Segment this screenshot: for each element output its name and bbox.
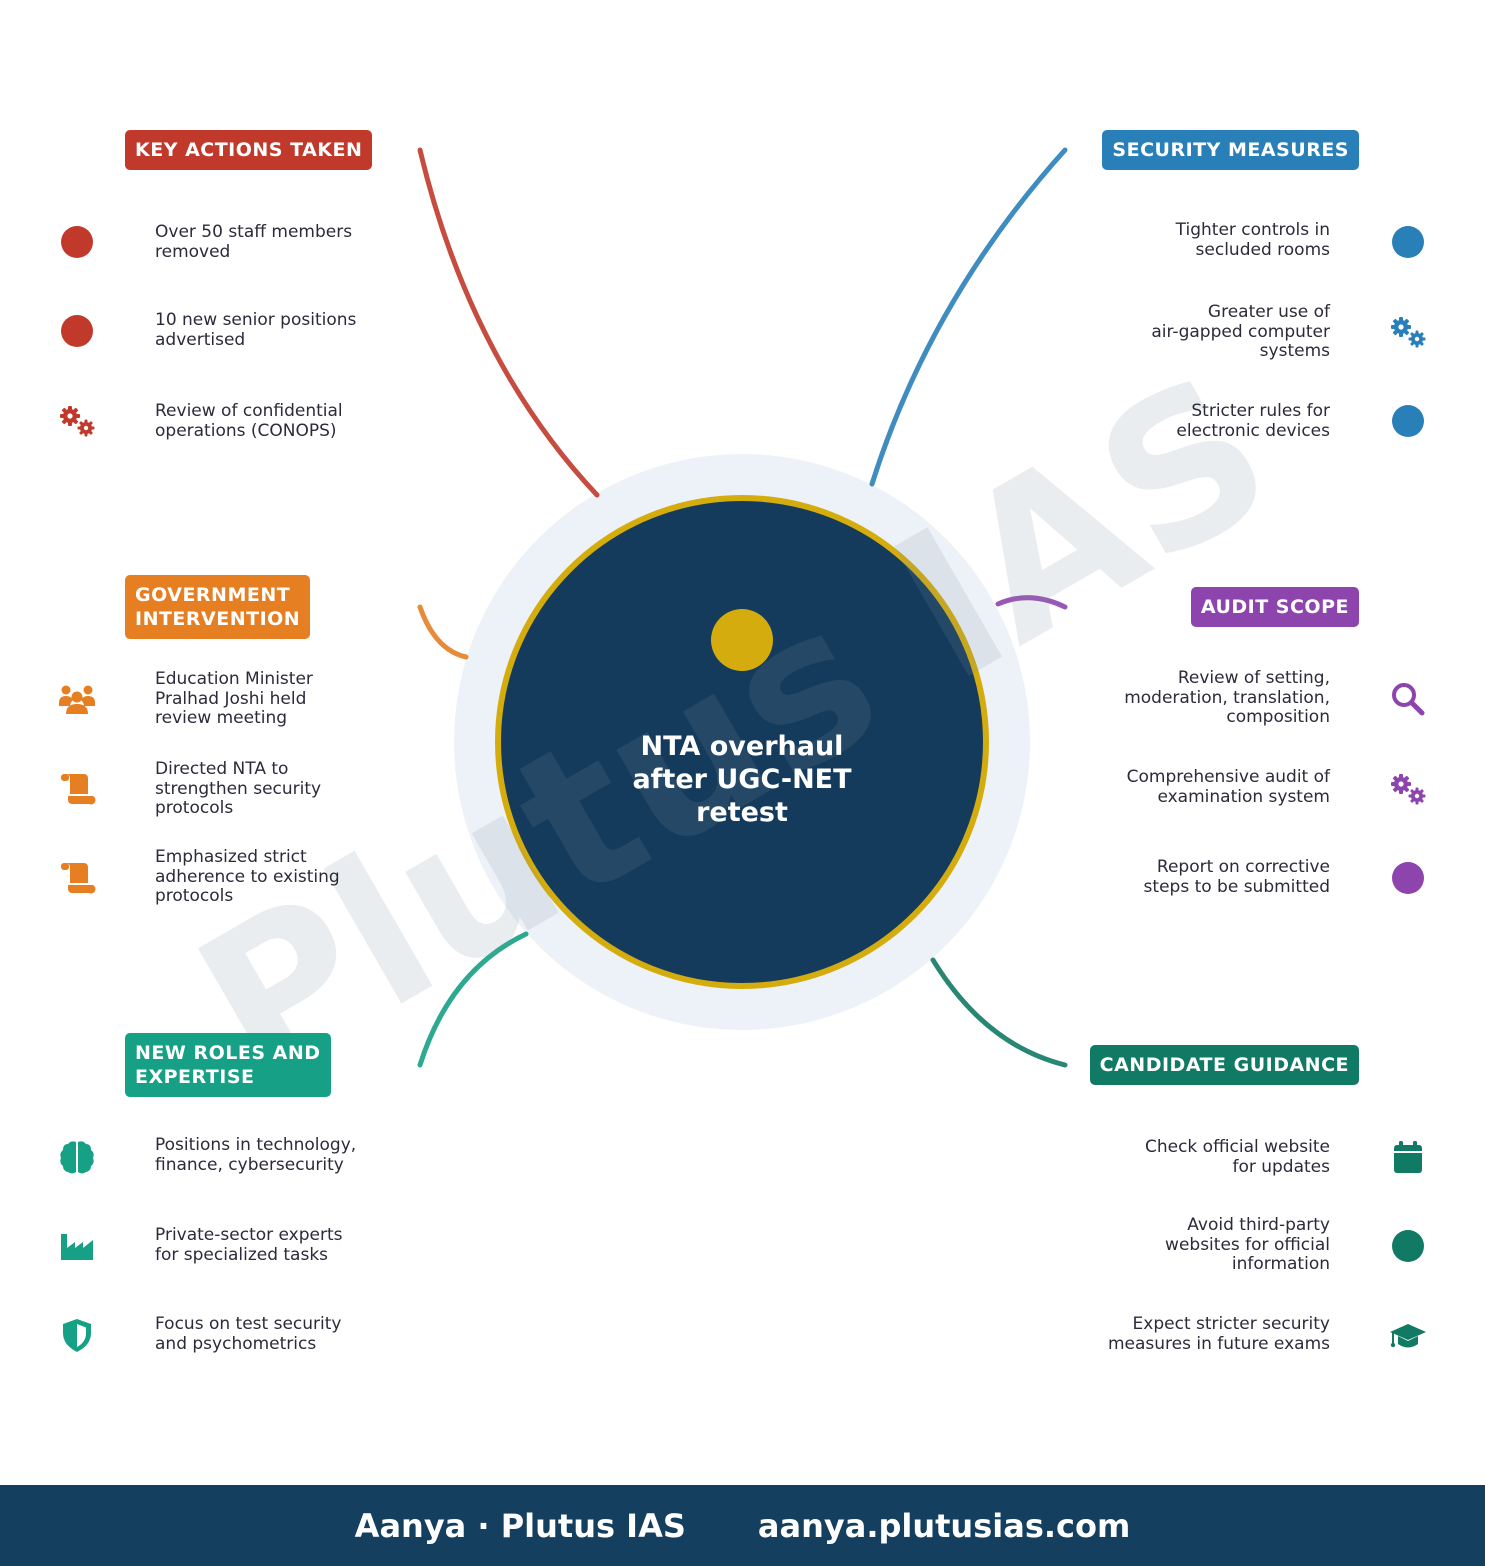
center-dot — [711, 609, 773, 671]
connector-security — [869, 147, 1068, 487]
shield-icon — [57, 1315, 97, 1355]
dot-icon — [1388, 401, 1428, 441]
brain-icon — [57, 1137, 97, 1177]
roles-item: Focus on test security and psychometrics — [155, 1314, 342, 1354]
connector-roles — [417, 931, 529, 1068]
guidance-item: Check official website for updates — [1144, 1137, 1330, 1177]
audit-item: Report on corrective steps to be submitt… — [1143, 857, 1330, 897]
center-circle — [495, 495, 989, 989]
government-item: Emphasized strict adherence to existing … — [155, 847, 340, 906]
government-item: Directed NTA to strengthen security prot… — [155, 759, 322, 818]
search-icon — [1388, 679, 1428, 719]
dot-icon — [1388, 1226, 1428, 1266]
scroll-icon — [57, 768, 97, 808]
gears-icon — [1388, 312, 1428, 352]
footer-url[interactable]: aanya.plutusias.com — [757, 1506, 1131, 1545]
gears-icon — [1388, 769, 1428, 809]
key-action-item: Review of confidential operations (CONOP… — [155, 401, 343, 441]
security-item: Tighter controls in secluded rooms — [1175, 220, 1330, 260]
header-roles: NEW ROLES AND EXPERTISE — [125, 1033, 331, 1097]
key-action-item: 10 new senior positions advertised — [155, 310, 357, 350]
users-icon — [57, 679, 97, 719]
dot-icon — [1388, 222, 1428, 262]
connector-government — [417, 604, 469, 660]
dot-icon — [57, 311, 97, 351]
connector-guidance — [930, 957, 1068, 1068]
graduation-cap-icon — [1388, 1316, 1428, 1356]
government-item: Education Minister Pralhad Joshi held re… — [155, 669, 313, 728]
diagram-layer: Plutus IAS — [162, 147, 1308, 1130]
header-key-actions: KEY ACTIONS TAKEN — [125, 130, 373, 170]
header-security: SECURITY MEASURES — [1102, 130, 1359, 170]
calendar-icon — [1388, 1137, 1428, 1177]
industry-icon — [57, 1226, 97, 1266]
audit-item: Comprehensive audit of examination syste… — [1126, 767, 1330, 807]
header-guidance: CANDIDATE GUIDANCE — [1089, 1045, 1359, 1085]
connector-audit — [995, 595, 1068, 610]
dot-icon — [57, 222, 97, 262]
security-item: Stricter rules for electronic devices — [1176, 401, 1330, 441]
guidance-item: Expect stricter security measures in fut… — [1107, 1314, 1330, 1354]
security-item: Greater use of air-gapped computer syste… — [1151, 302, 1330, 361]
footer-bar: Aanya · Plutus IAS aanya.plutusias.com — [0, 1485, 1485, 1566]
header-government: GOVERNMENT INTERVENTION — [125, 575, 311, 639]
roles-item: Private-sector experts for specialized t… — [155, 1225, 343, 1265]
audit-item: Review of setting, moderation, translati… — [1124, 668, 1330, 727]
dot-icon — [1388, 858, 1428, 898]
connector-key-actions — [417, 147, 600, 498]
guidance-item: Avoid third-party websites for official … — [1165, 1215, 1330, 1274]
footer-author: Aanya · Plutus IAS — [354, 1506, 686, 1545]
center-title: NTA overhaul after UGC-NET retest — [632, 731, 852, 828]
key-action-item: Over 50 staff members removed — [155, 222, 353, 262]
header-audit: AUDIT SCOPE — [1190, 587, 1359, 627]
gears-icon — [57, 401, 97, 441]
roles-item: Positions in technology, finance, cybers… — [155, 1135, 357, 1175]
scroll-icon — [57, 857, 97, 897]
